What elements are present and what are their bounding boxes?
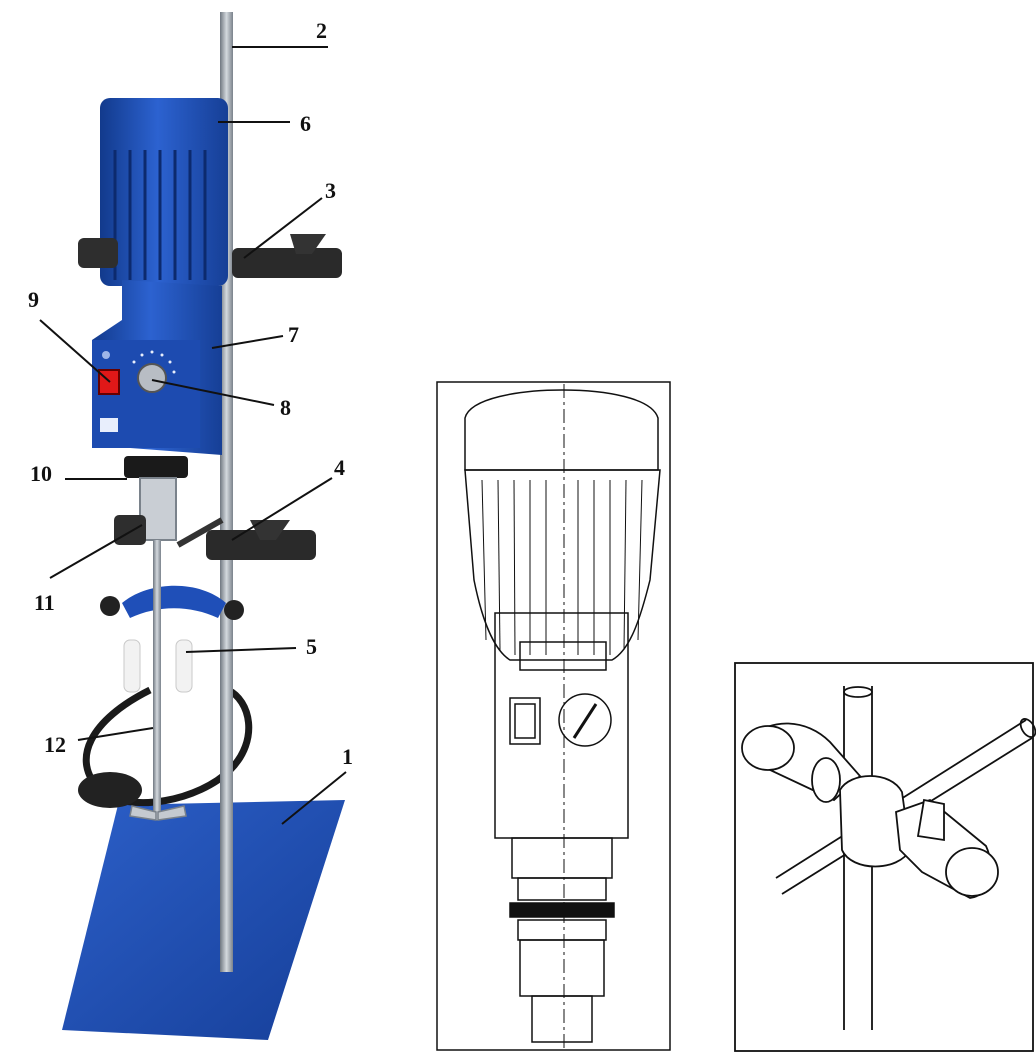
chuck-drawing	[517, 919, 607, 941]
coupling-ring	[509, 902, 615, 918]
callout-8: 8	[280, 395, 291, 420]
callout-10: 10	[30, 461, 52, 486]
callout-labels: 2 6 3 9 7 8 10 4 11 5 12 1	[28, 18, 353, 769]
clamp-drawing-frame	[734, 662, 1034, 1052]
base-plate	[62, 800, 345, 1040]
cord-coil	[78, 772, 142, 808]
flask-holder	[100, 585, 244, 693]
switch-drawing-inner	[514, 703, 536, 739]
left-barrel-ring	[811, 757, 841, 803]
right-barrel-end	[945, 847, 999, 897]
motor-top-cap	[464, 389, 659, 471]
knob-drawing	[558, 693, 612, 747]
callout-2: 2	[316, 18, 327, 43]
switch-drawing	[509, 697, 541, 745]
left-barrel-end	[741, 725, 795, 771]
stirrer-photo	[62, 12, 345, 1040]
impeller	[129, 805, 187, 821]
callout-4: 4	[334, 455, 345, 480]
stirring-shaft	[153, 540, 161, 820]
chuck-drawing-tip	[531, 995, 593, 1043]
clamp-wedge	[916, 798, 945, 842]
coupling-collar	[517, 877, 607, 901]
chuck-drawing-body	[519, 939, 605, 997]
coupling-upper	[511, 837, 613, 879]
knob-drawing-mark	[572, 703, 598, 739]
speed-knob	[137, 363, 167, 393]
clamp-drawing-panel	[734, 662, 1036, 1052]
chuck-collar	[124, 456, 188, 478]
callout-7: 7	[288, 322, 299, 347]
motor-housing	[100, 98, 228, 286]
motor-drawing-frame	[436, 381, 671, 1051]
callout-1: 1	[342, 744, 353, 769]
motor-body-fins	[481, 479, 643, 656]
callout-12: 12	[44, 732, 66, 757]
upper-clamp	[78, 234, 342, 278]
photo-leader-lines	[39, 46, 347, 825]
vertical-rod-top	[843, 686, 873, 698]
lower-clamp	[114, 515, 316, 560]
speed-dial-ticks	[132, 350, 176, 374]
callout-9: 9	[28, 287, 39, 312]
callout-3: 3	[325, 178, 336, 203]
callout-6: 6	[300, 111, 311, 136]
display-window	[519, 641, 607, 671]
motor-fins	[113, 150, 207, 280]
callout-5: 5	[306, 634, 317, 659]
motor-finned-body	[464, 469, 661, 661]
callout-11: 11	[34, 590, 55, 615]
indicator-lamp	[102, 351, 110, 359]
motor-drawing-panel	[436, 381, 671, 1051]
diagonal-rod-end	[1019, 718, 1036, 738]
brand-logo	[100, 418, 118, 432]
